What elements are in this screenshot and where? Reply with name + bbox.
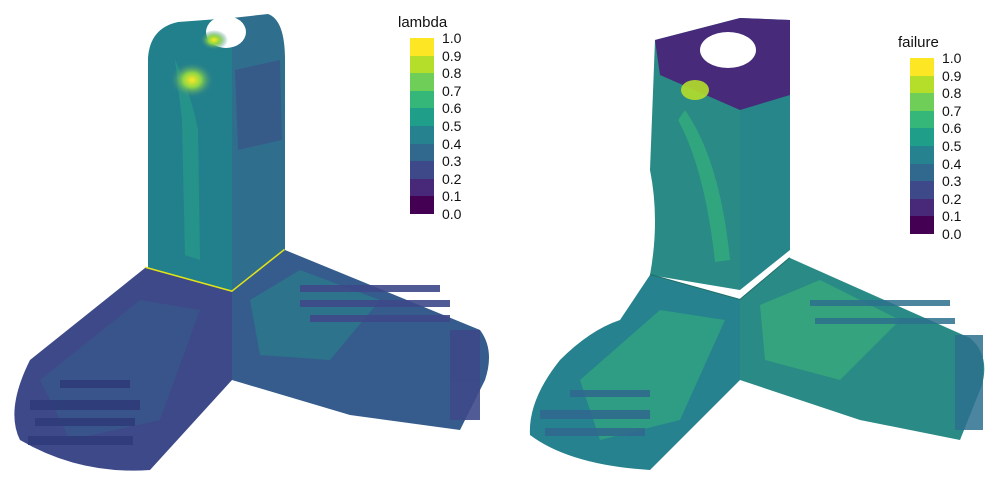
colorbar-band	[410, 38, 434, 57]
colorbar-band	[410, 196, 434, 215]
colorbar-band	[410, 161, 434, 180]
colorbar-band	[910, 93, 934, 112]
colorbar-band	[410, 73, 434, 92]
colorbar-tick-label: 0.6	[442, 100, 462, 117]
colorbar-tick-label: 0.4	[442, 135, 462, 152]
colorbar-band	[410, 108, 434, 127]
colorbar-title: lambda	[398, 14, 448, 31]
colorbar-tick-label: 0.1	[442, 188, 462, 205]
colorbar-band	[410, 143, 434, 162]
colorbar-tick-label: 0.0	[442, 206, 462, 222]
colorbar-tick-label: 0.3	[442, 153, 462, 170]
colorbar-tick-label: 1.0	[942, 50, 962, 66]
colorbar-tick-label: 0.2	[442, 170, 462, 187]
colorbar-tick-label: 0.9	[942, 67, 962, 84]
colorbar-tick-label: 0.2	[942, 190, 962, 207]
colorbar-tick-label: 0.7	[442, 82, 462, 99]
colorbar-tick-label: 0.3	[942, 173, 962, 190]
colorbar-band	[910, 146, 934, 165]
colorbar-title: failure	[898, 34, 939, 51]
colorbar-band	[410, 178, 434, 197]
colorbar-band	[910, 216, 934, 235]
colorbar-band	[410, 126, 434, 145]
colorbar-tick-label: 0.8	[442, 65, 462, 82]
colorbar-band	[910, 198, 934, 217]
colorbar-band	[410, 55, 434, 74]
colorbar-tick-label: 0.6	[942, 120, 962, 137]
colorbar-tick-label: 0.4	[942, 155, 962, 172]
colorbar-tick-label: 0.5	[442, 118, 462, 134]
lambda-render	[14, 14, 489, 471]
colorbar-tick-label: 0.7	[942, 102, 962, 119]
colorbar-band	[410, 90, 434, 109]
colorbar-band	[910, 110, 934, 129]
colorbar-tick-label: 0.8	[942, 85, 962, 102]
colorbar-band	[910, 163, 934, 182]
column-right-face	[232, 14, 285, 292]
colorbar-band	[910, 75, 934, 94]
colorbar-band	[910, 58, 934, 77]
colorbar-tick-label: 0.5	[942, 138, 962, 154]
colorbar-tick-label: 0.1	[942, 208, 962, 225]
colorbar-tick-label: 0.0	[942, 226, 962, 242]
colorbar-band	[910, 128, 934, 147]
colorbar-band	[910, 181, 934, 200]
failure-render	[529, 18, 985, 470]
colorbar-tick-label: 0.9	[442, 47, 462, 64]
colorbar-tick-label: 1.0	[442, 30, 462, 46]
